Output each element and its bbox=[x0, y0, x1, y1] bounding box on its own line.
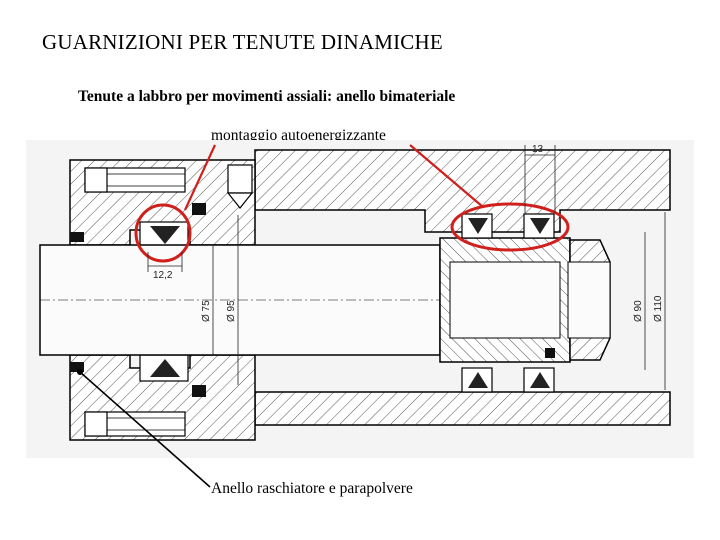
highlight-markers bbox=[134, 202, 570, 263]
callout-self-energizing-label: montaggio autoenergizzante bbox=[211, 127, 386, 144]
dim-95-label: Ø 95 bbox=[226, 300, 237, 322]
page-subtitle: Tenute a labbro per movimenti assiali: a… bbox=[78, 88, 456, 105]
piston-rod bbox=[39, 244, 441, 356]
callout-leaders bbox=[77, 144, 484, 488]
callout-wiper-ring-label: Anello raschiatore e parapolvere bbox=[211, 480, 413, 497]
dim-13-label: 13 bbox=[532, 144, 544, 155]
gland-housing-bottom bbox=[69, 354, 256, 441]
page-title: GUARNIZIONI PER TENUTE DINAMICHE bbox=[42, 30, 443, 54]
dimension-lines bbox=[147, 145, 666, 390]
dim-75-label: Ø 75 bbox=[201, 300, 212, 322]
lip-seals bbox=[150, 218, 550, 388]
dim-110-label: Ø 110 bbox=[653, 295, 664, 322]
piston bbox=[439, 213, 611, 393]
dim-12-2-label: 12,2 bbox=[153, 270, 173, 281]
dim-90-label: Ø 90 bbox=[633, 300, 644, 322]
gland-housing-top bbox=[69, 159, 256, 249]
cylinder-wall-bottom bbox=[254, 391, 671, 426]
